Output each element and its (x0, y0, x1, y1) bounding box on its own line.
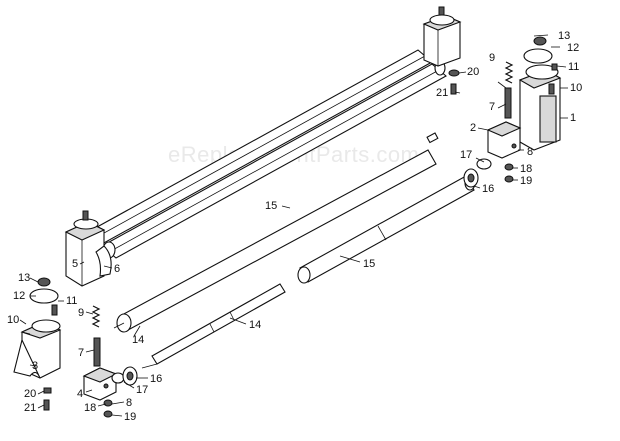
label-part-7: 7 (489, 101, 496, 113)
right-side-assembly (463, 36, 562, 188)
lower-roller-15-left (113, 132, 439, 333)
label-part-15: 15 (265, 200, 278, 212)
leader-lines (19, 34, 568, 417)
label-part-19: 19 (520, 175, 533, 187)
upper-left-bracket (64, 210, 112, 287)
label-part-9: 9 (78, 307, 85, 319)
label-part-15: 15 (363, 258, 376, 270)
label-part-6: 6 (114, 263, 121, 275)
label-part-18: 18 (84, 402, 97, 414)
label-part-3: 3 (32, 360, 39, 372)
label-part-21: 21 (24, 402, 37, 414)
label-part-16: 16 (150, 373, 163, 385)
label-part-17: 17 (136, 384, 149, 396)
label-part-17: 17 (460, 149, 473, 161)
label-part-20: 20 (467, 66, 480, 78)
label-part-14: 14 (249, 319, 262, 331)
label-part-16: 16 (482, 183, 495, 195)
label-part-20: 20 (24, 388, 37, 400)
label-part-5: 5 (72, 258, 79, 270)
label-part-11: 11 (66, 295, 78, 307)
label-part-8: 8 (527, 146, 534, 158)
label-part-8: 8 (126, 397, 133, 409)
label-part-12: 12 (567, 42, 580, 54)
label-part-19: 19 (124, 411, 137, 423)
label-part-7: 7 (78, 347, 85, 359)
label-part-4: 4 (77, 388, 84, 400)
label-part-10: 10 (7, 314, 20, 326)
label-part-18: 18 (520, 163, 533, 175)
label-part-2: 2 (470, 122, 477, 134)
shaft-14 (141, 283, 286, 369)
label-part-11: 11 (568, 61, 580, 73)
label-part-21: 21 (436, 87, 449, 99)
label-part-14: 14 (132, 334, 145, 346)
label-part-12: 12 (13, 290, 26, 302)
label-part-13: 13 (558, 30, 571, 42)
label-part-10: 10 (570, 82, 583, 94)
left-side-assembly (13, 277, 138, 418)
label-part-13: 13 (18, 272, 31, 284)
upper-right-bracket (422, 6, 462, 95)
label-part-1: 1 (570, 112, 577, 124)
label-part-9: 9 (489, 52, 496, 64)
lower-roller-15-right (297, 175, 476, 284)
